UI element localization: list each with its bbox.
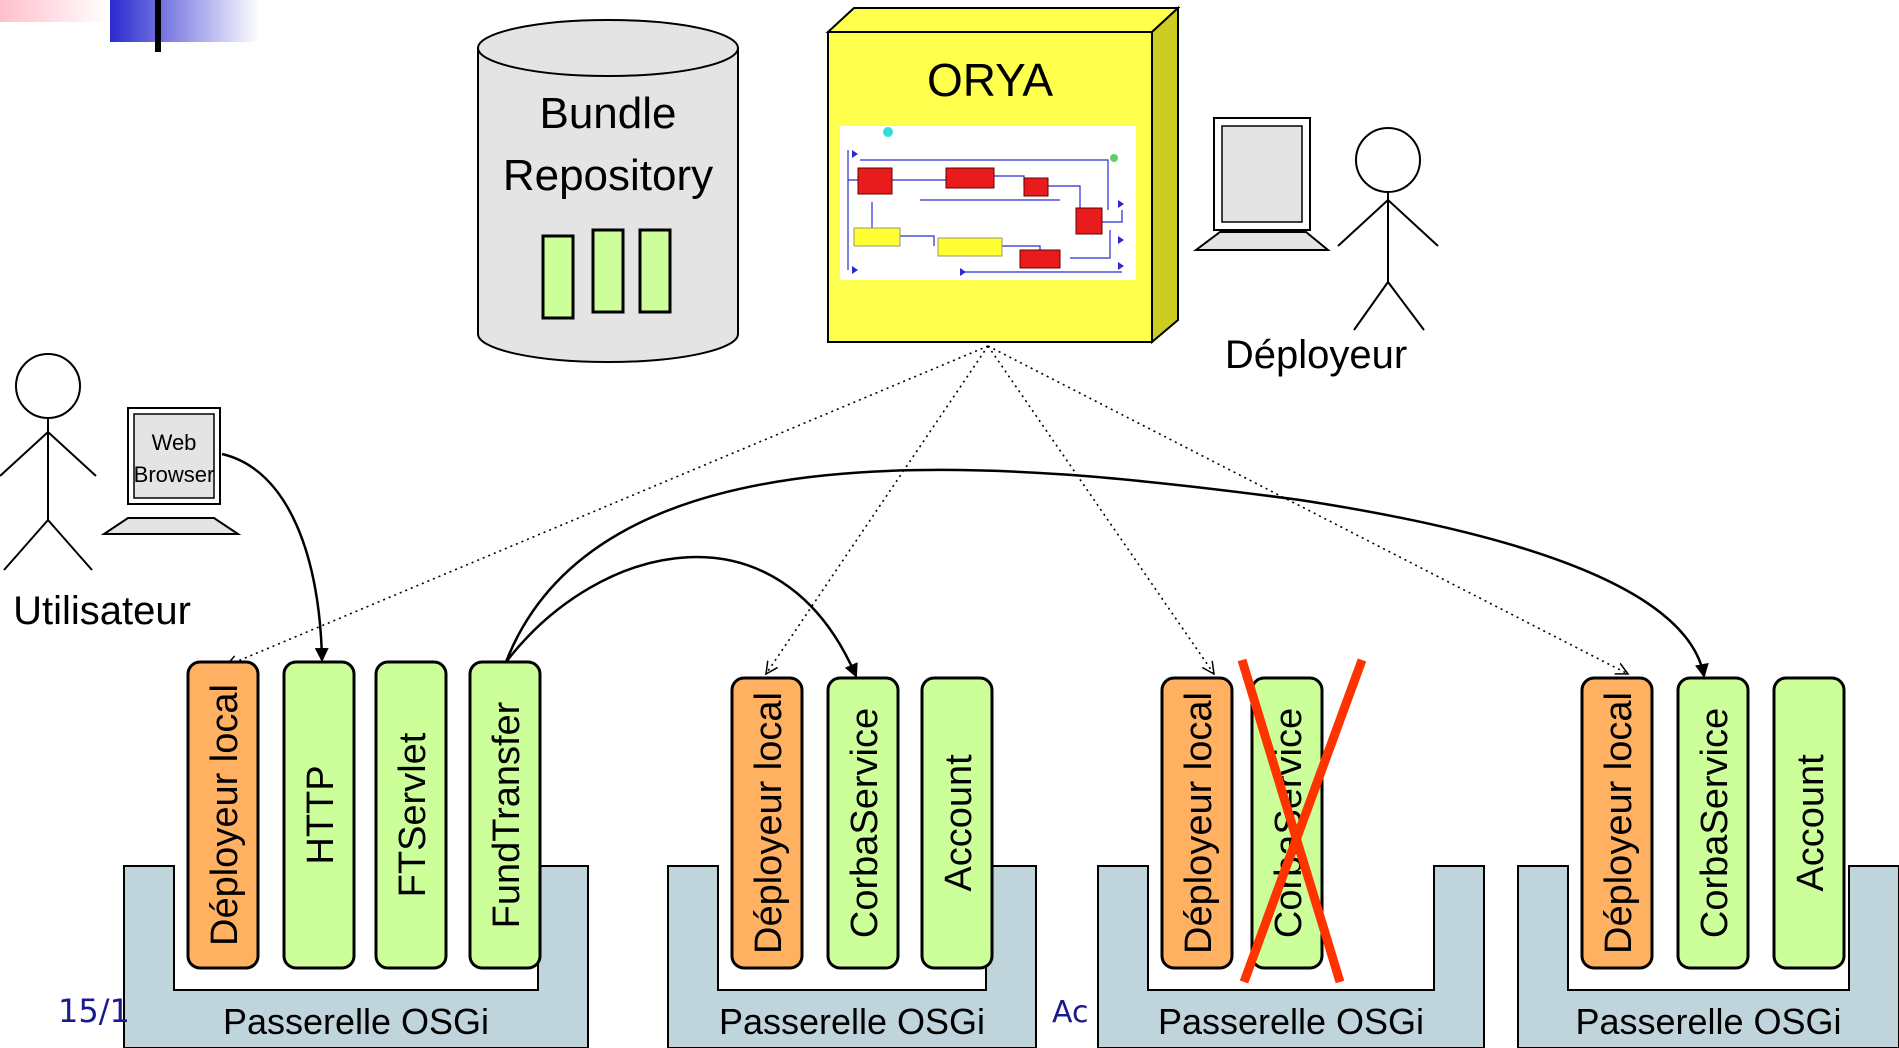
bundle-label: Déployeur local bbox=[748, 692, 790, 954]
deploy-link-3 bbox=[987, 345, 1214, 674]
footer-date-fragment: 15/1 bbox=[58, 992, 130, 1030]
deploy-link-2 bbox=[766, 345, 989, 674]
bundle-repository: Bundle Repository bbox=[477, 19, 739, 363]
user-figure bbox=[0, 353, 97, 571]
bundle-déployeur-local: Déployeur local bbox=[730, 676, 804, 970]
bundle-corbaservice: CorbaService bbox=[1676, 676, 1750, 970]
gateway-1: Passerelle OSGi Déployeur local HTTP FTServ… bbox=[123, 660, 589, 1048]
web-browser-workstation: Web Browser bbox=[100, 407, 242, 535]
gateway-2: Passerelle OSGi Déployeur local CorbaServi… bbox=[667, 676, 1037, 1048]
bundle-body bbox=[1580, 676, 1654, 970]
bundle-label: FTServlet bbox=[392, 732, 434, 897]
gateways: Passerelle OSGi Déployeur local HTTP FTServ… bbox=[123, 658, 1899, 1048]
repo-bundle-3 bbox=[638, 228, 672, 314]
bundle-body bbox=[826, 676, 900, 970]
gateway-label: Passerelle OSGi bbox=[1575, 1001, 1841, 1042]
process-thumbnail bbox=[840, 126, 1136, 280]
gateway-3: Passerelle OSGi Déployeur local CorbaServi… bbox=[1097, 658, 1485, 1048]
bundle-body bbox=[1160, 676, 1234, 970]
corner-logo bbox=[0, 0, 260, 52]
bundle-body bbox=[282, 660, 356, 970]
repo-bundle-1 bbox=[541, 234, 575, 320]
service-links bbox=[221, 452, 1709, 678]
bundle-account: Account bbox=[920, 676, 994, 970]
deployment-links bbox=[226, 345, 1628, 674]
gateway-tray bbox=[1517, 865, 1899, 1048]
cross-mark-line bbox=[1239, 658, 1367, 984]
bundle-http: HTTP bbox=[282, 660, 356, 970]
bundle-label: CorbaService bbox=[844, 708, 886, 938]
bundle-label: Account bbox=[1790, 754, 1832, 892]
bundle-body bbox=[468, 660, 542, 970]
gateway-label: Passerelle OSGi bbox=[1158, 1001, 1424, 1042]
browser-label-line1: Web bbox=[152, 430, 197, 455]
fundtransfer-to-remote-corba-link bbox=[504, 468, 1709, 678]
gateway-label: Passerelle OSGi bbox=[223, 1001, 489, 1042]
bundle-body bbox=[186, 660, 260, 970]
deploy-link-1 bbox=[226, 345, 989, 666]
bundle-corbaservice: CorbaService bbox=[1237, 658, 1367, 984]
bundle-body bbox=[920, 676, 994, 970]
orya-title: ORYA bbox=[927, 54, 1053, 106]
repository-label-line1: Bundle bbox=[539, 89, 676, 138]
gateway-label: Passerelle OSGi bbox=[719, 1001, 985, 1042]
bundle-déployeur-local: Déployeur local bbox=[1160, 676, 1234, 970]
deploy-link-4 bbox=[987, 345, 1628, 674]
bundle-account: Account bbox=[1772, 676, 1846, 970]
bundle-label: Account bbox=[938, 754, 980, 892]
bundle-label: Déployeur local bbox=[1178, 692, 1220, 954]
deployer-figure bbox=[1337, 127, 1439, 331]
user-label: Utilisateur bbox=[13, 589, 191, 633]
gateway-tray bbox=[1097, 865, 1485, 1048]
bundle-body bbox=[1772, 676, 1846, 970]
gateway-4: Passerelle OSGi Déployeur local CorbaServi… bbox=[1517, 676, 1899, 1048]
browser-label-line2: Browser bbox=[134, 462, 215, 487]
bundle-fundtransfer: FundTransfer bbox=[468, 660, 542, 970]
bundle-label: Déployeur local bbox=[204, 684, 246, 946]
bundle-body bbox=[1676, 676, 1750, 970]
repo-bundle-2 bbox=[591, 228, 625, 314]
orya-box: ORYA bbox=[825, 5, 1181, 345]
bundle-label: CorbaService bbox=[1694, 708, 1736, 938]
bundle-label: FundTransfer bbox=[486, 701, 528, 928]
bundle-body bbox=[374, 660, 448, 970]
bundle-body bbox=[730, 676, 804, 970]
bundle-ftservlet: FTServlet bbox=[374, 660, 448, 970]
footer-title-fragment: Ac bbox=[1052, 995, 1089, 1030]
bundle-déployeur-local: Déployeur local bbox=[1580, 676, 1654, 970]
bundle-label: HTTP bbox=[300, 765, 342, 864]
bundle-corbaservice: CorbaService bbox=[826, 676, 900, 970]
fundtransfer-to-corba-link bbox=[505, 555, 858, 678]
browser-to-http-link bbox=[221, 452, 329, 662]
repository-label-line2: Repository bbox=[503, 151, 713, 200]
deployer-label: Déployeur bbox=[1225, 333, 1407, 377]
deployer-workstation bbox=[1193, 117, 1331, 251]
bundle-déployeur-local: Déployeur local bbox=[186, 660, 260, 970]
cross-mark-line bbox=[1237, 658, 1345, 984]
bundle-label: Déployeur local bbox=[1598, 692, 1640, 954]
